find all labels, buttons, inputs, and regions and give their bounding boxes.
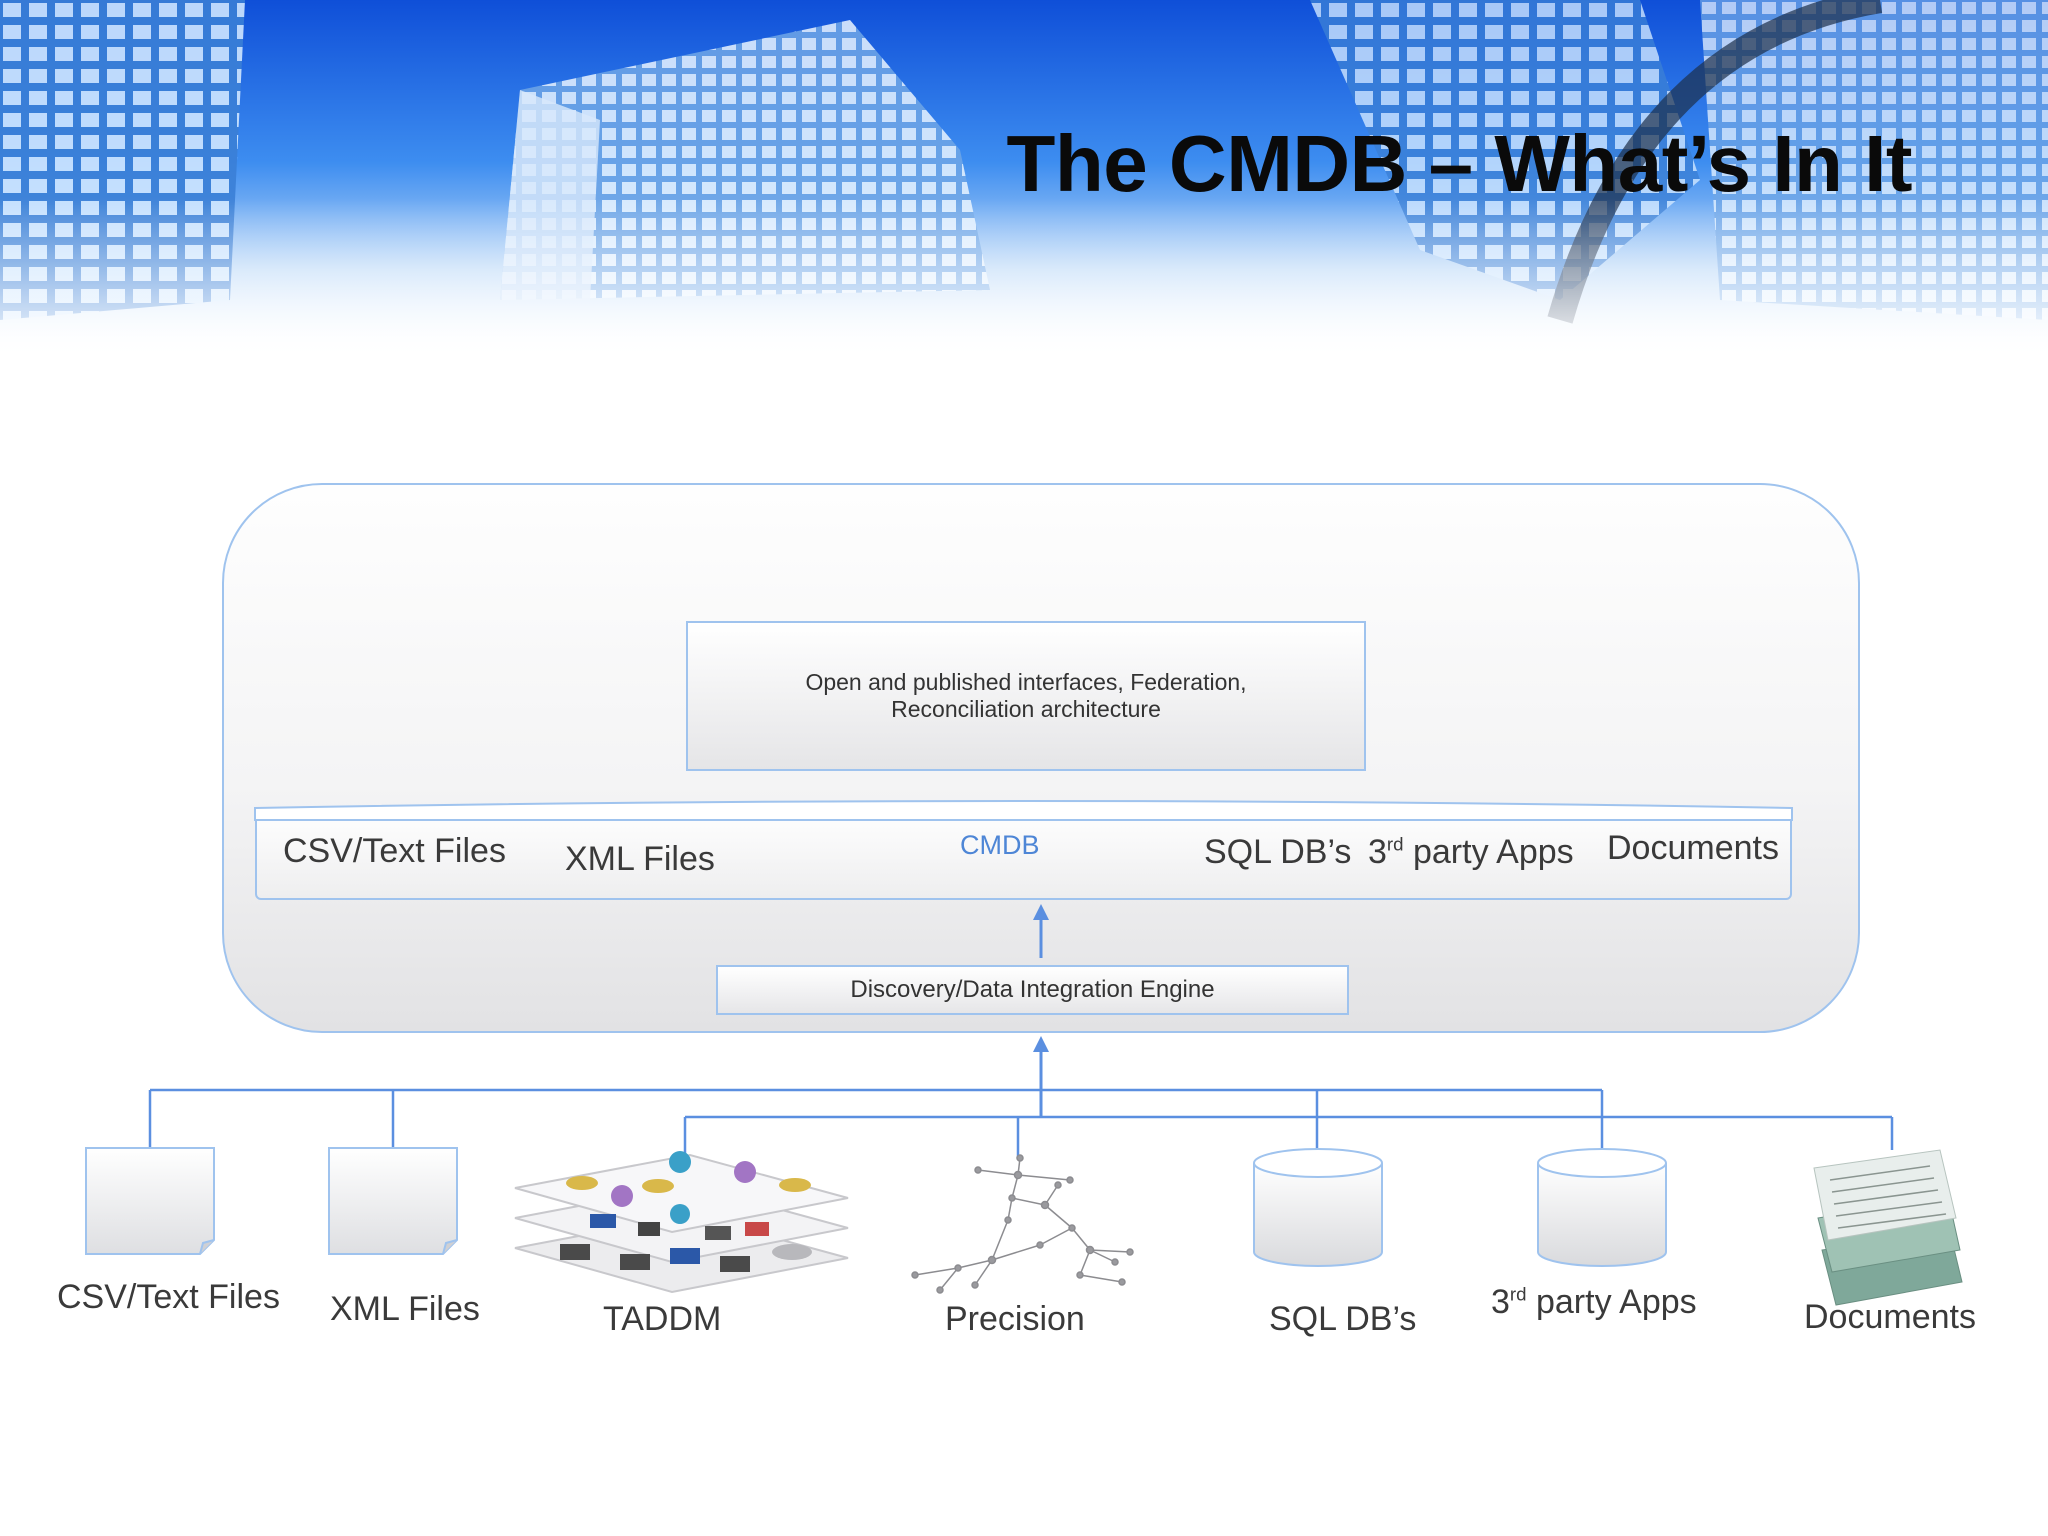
cmdb-item-third-party-apps: 3rd party Apps xyxy=(1368,833,1574,871)
upper-connector-bus xyxy=(148,1088,1604,1152)
document-icon xyxy=(85,1147,215,1255)
discovery-engine-label: Discovery/Data Integration Engine xyxy=(850,976,1215,1003)
discovery-engine-box: Discovery/Data Integration Engine xyxy=(716,965,1349,1015)
source-label-sql-dbs: SQL DB’s xyxy=(1269,1300,1417,1338)
source-label-taddm: TADDM xyxy=(603,1300,722,1338)
source-label-csv-text-files: CSV/Text Files xyxy=(57,1278,280,1316)
slide-title: The CMDB – What’s In It xyxy=(1006,119,1912,208)
source-label-precision: Precision xyxy=(945,1300,1085,1338)
arrow-engine-to-cmdb xyxy=(1033,904,1049,958)
cmdb-item-csv-text-files: CSV/Text Files xyxy=(283,832,506,870)
document-stack-icon xyxy=(1813,1149,1963,1306)
cmdb-database-band xyxy=(255,807,1792,900)
cmdb-label: CMDB xyxy=(960,830,1040,860)
taddm-topology-icon xyxy=(514,1151,849,1294)
network-graph-icon xyxy=(911,1154,1134,1294)
header-banner-image xyxy=(0,0,2048,360)
lower-connector-bus xyxy=(683,1115,1894,1158)
cmdb-item-xml-files: XML Files xyxy=(565,840,715,878)
source-label-xml-files: XML Files xyxy=(330,1290,480,1328)
document-icon xyxy=(328,1147,458,1255)
cmdb-item-sql-dbs: SQL DB’s xyxy=(1204,833,1352,871)
database-icon xyxy=(1537,1148,1667,1267)
cmdb-item-documents: Documents xyxy=(1607,829,1779,867)
source-label-documents: Documents xyxy=(1804,1298,1976,1336)
interfaces-text: Open and published interfaces, Federatio… xyxy=(805,669,1247,722)
interfaces-box: Open and published interfaces, Federatio… xyxy=(686,621,1366,771)
source-label-third-party-apps: 3rd party Apps xyxy=(1491,1283,1697,1321)
database-icon xyxy=(1253,1148,1383,1267)
cmdb-band-top-ellipse xyxy=(254,800,1793,821)
